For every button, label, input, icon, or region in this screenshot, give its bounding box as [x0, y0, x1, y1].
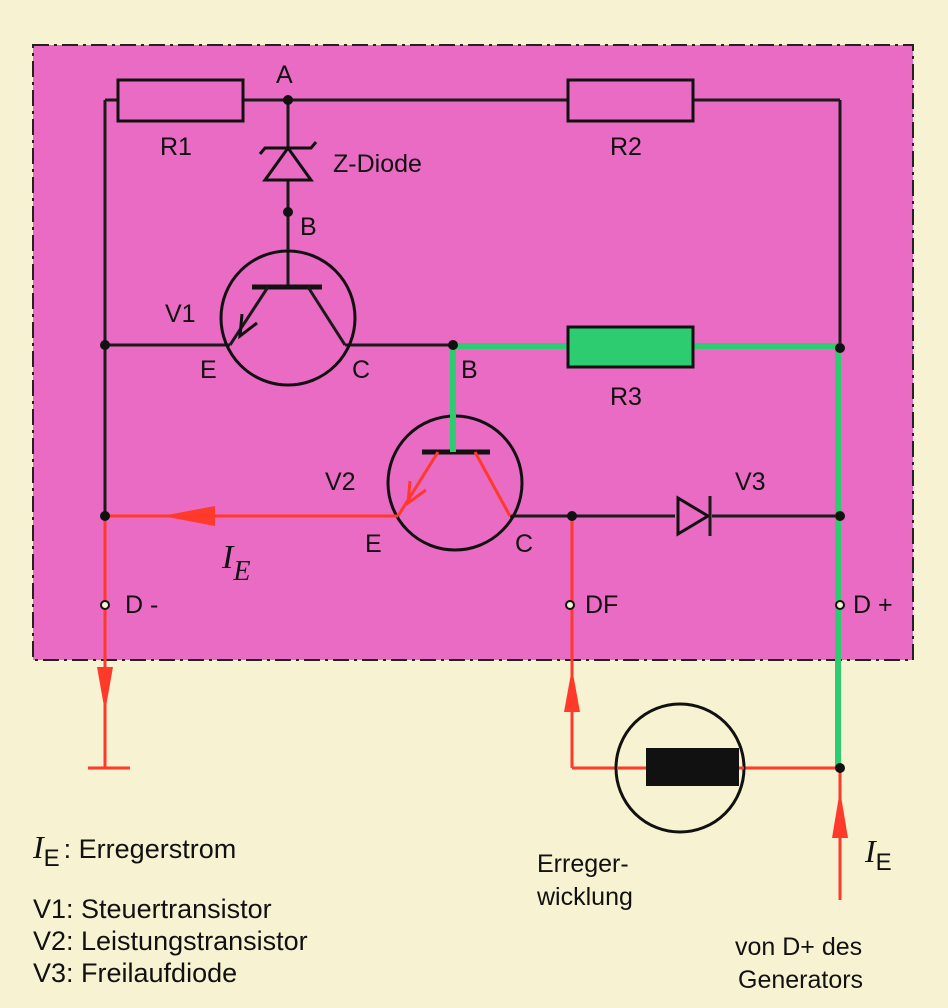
junction-dots [100, 95, 845, 773]
diode-v3-symbol [676, 495, 712, 537]
legend-v1: V1: Steuertransistor [33, 894, 272, 924]
terminal-d-minus-label: D - [125, 591, 158, 619]
winding-label-line1: Erreger- [537, 850, 629, 878]
node-b2-label: B [461, 356, 478, 384]
legend-v3: V3: Freilaufdiode [33, 958, 237, 988]
regulator-housing [32, 44, 914, 661]
base-control-path [450, 325, 841, 768]
ie-right-label: IE [864, 833, 892, 876]
legend-v2: V2: Leistungstransistor [33, 926, 308, 956]
resistor-r3 [566, 325, 695, 369]
r1-label: R1 [160, 133, 192, 161]
e2-label: E [365, 530, 382, 558]
node-b1-label: B [300, 213, 317, 241]
source-label-line1: von D+ des [735, 933, 862, 961]
c1-label: C [352, 356, 370, 384]
c2-label: C [515, 530, 533, 558]
terminal-d-plus-label: D + [853, 591, 893, 619]
v1-label: V1 [165, 300, 196, 328]
terminal-df-label: DF [585, 591, 618, 619]
source-label-line2: Generators [738, 966, 863, 994]
resistor-r2 [566, 78, 695, 123]
circuit-wiring [103, 98, 842, 518]
node-a-label: A [276, 61, 293, 89]
ie-current-label: IE [221, 539, 250, 587]
legend-ie: IE: Erregerstrom [32, 829, 236, 872]
v3-label: V3 [735, 468, 766, 496]
z-diode-symbol [258, 141, 318, 182]
excitation-winding-symbol [614, 702, 746, 834]
r3-label: R3 [610, 383, 642, 411]
winding-label-line2: wicklung [536, 883, 633, 911]
terminals [100, 600, 845, 610]
v2-label: V2 [325, 468, 356, 496]
z-diode-label: Z-Diode [333, 150, 422, 178]
resistor-r1 [116, 78, 245, 123]
r2-label: R2 [610, 133, 642, 161]
transistor-v1-symbol [219, 249, 357, 387]
legend: IE: Erregerstrom V1: Steuertransistor V2… [32, 829, 308, 988]
e1-label: E [200, 356, 217, 384]
